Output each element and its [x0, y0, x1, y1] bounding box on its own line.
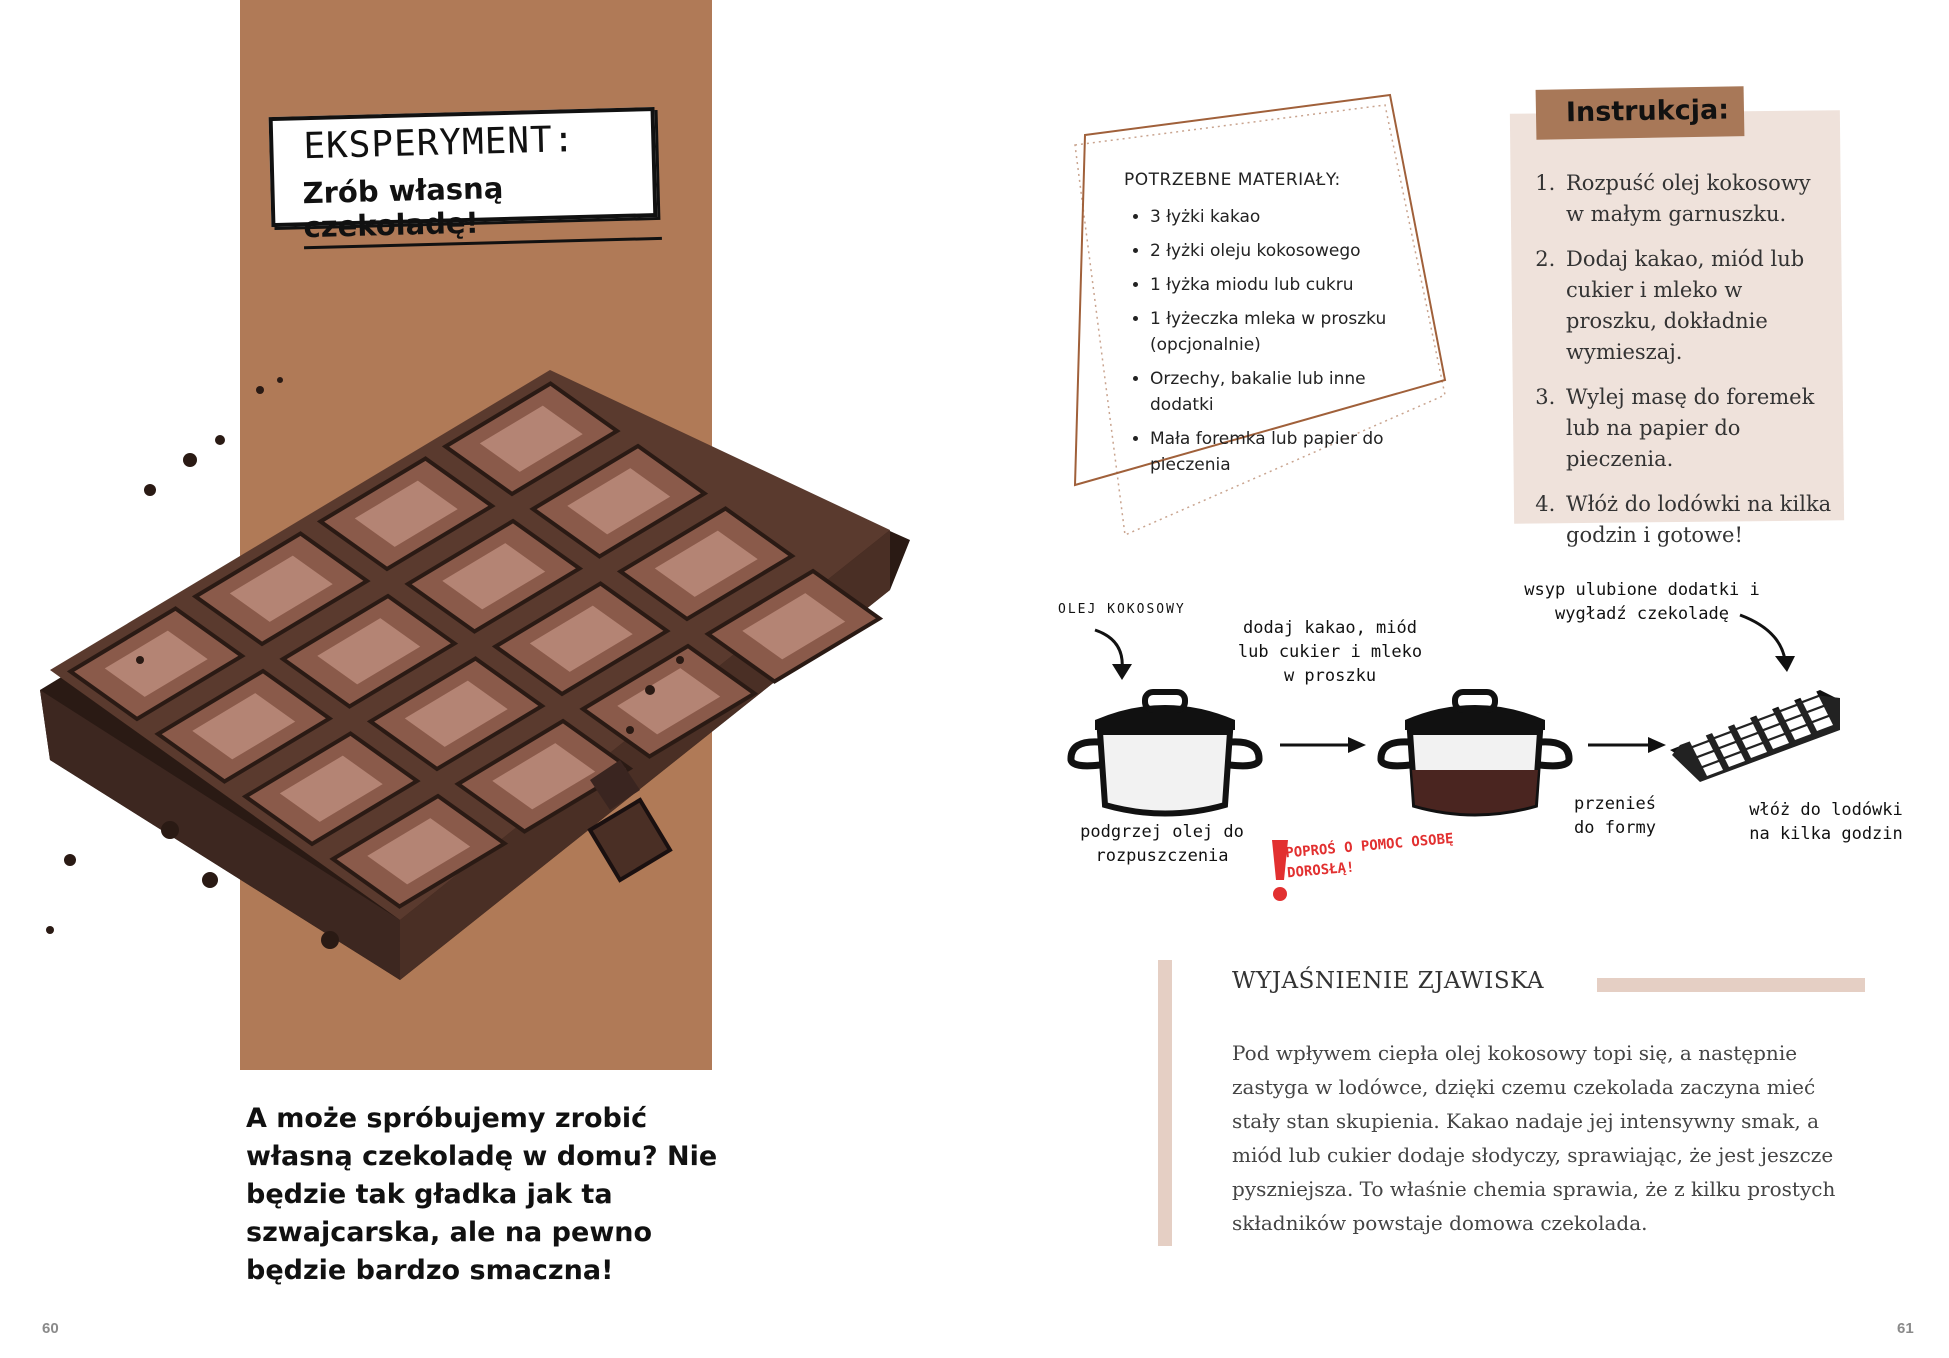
- pot-icon: [1377, 689, 1573, 817]
- instructions-tag: Instrukcja:: [1535, 86, 1745, 140]
- materials-item: 1 łyżeczka mleka w proszku (opcjonalnie): [1150, 306, 1414, 358]
- chocolate-square-highlight: [317, 618, 421, 685]
- instructions-list: Rozpuść olej kokosowy w małym garnuszku.…: [1536, 168, 1832, 551]
- mold-cell: [1747, 744, 1767, 758]
- mold-cell: [1688, 732, 1708, 746]
- chocolate-square-highlight: [192, 693, 296, 760]
- chocolate-mold-icon: [1670, 687, 1840, 782]
- chocolate-square-highlight: [567, 468, 671, 535]
- pot-icon: [1067, 689, 1263, 817]
- chocolate-square-highlight: [742, 593, 846, 660]
- mold-cell: [1732, 714, 1752, 728]
- page-number-right: 61: [1897, 1320, 1914, 1337]
- mold-cell: [1703, 762, 1723, 776]
- explanation-accent-line: [1597, 978, 1865, 992]
- exclamation-icon: [1272, 840, 1288, 901]
- mold-cell: [1725, 753, 1745, 767]
- explanation-accent-bar: [1158, 960, 1172, 1246]
- chocolate-square-highlight: [404, 680, 508, 747]
- arrow-icon: [1739, 613, 1787, 661]
- chocolate-square-highlight: [104, 630, 208, 697]
- experiment-title: Zrób własną czekoladę!: [302, 166, 662, 250]
- materials-heading: POTRZEBNE MATERIAŁY:: [1124, 170, 1341, 190]
- mold-cell: [1715, 733, 1735, 747]
- experiment-title-card: EKSPERYMENT: Zrób własną czekoladę!: [268, 107, 662, 250]
- mold-cell: [1798, 687, 1818, 701]
- instruction-step: Wylej masę do foremek lub na papier do p…: [1562, 382, 1832, 475]
- mold-cell: [1776, 696, 1796, 710]
- mold-cell: [1803, 697, 1823, 711]
- materials-item: 3 łyżki kakao: [1150, 204, 1414, 230]
- mold-cell: [1769, 735, 1789, 749]
- explanation-heading: WYJAŚNIENIE ZJAWISKA: [1232, 968, 1544, 994]
- mold-cell: [1720, 743, 1740, 757]
- materials-frame: [1073, 93, 1447, 537]
- chocolate-square-highlight: [354, 480, 458, 547]
- mold-cell: [1754, 705, 1774, 719]
- mold-cell: [1693, 742, 1713, 756]
- mold-cell: [1737, 724, 1757, 738]
- page-number-left: 60: [42, 1320, 59, 1337]
- chocolate-bar-illustration: [40, 370, 910, 980]
- chocolate-squares: [66, 381, 884, 909]
- mold-cell: [1742, 734, 1762, 748]
- mold-cell: [1808, 707, 1828, 721]
- materials-item: 1 łyżka miodu lub cukru: [1150, 272, 1414, 298]
- instruction-step: Rozpuść olej kokosowy w małym garnuszku.: [1562, 168, 1832, 230]
- chocolate-square-highlight: [654, 530, 758, 597]
- chocolate-square-highlight: [442, 543, 546, 610]
- materials-item: 2 łyżki oleju kokosowego: [1150, 238, 1414, 264]
- label-add: dodaj kakao, miód lub cukier i mleko w p…: [1237, 618, 1423, 686]
- mold-cell: [1710, 723, 1730, 737]
- materials-item: Orzechy, bakalie lub inne dodatki: [1150, 366, 1414, 418]
- instruction-step: Dodaj kakao, miód lub cukier i mleko w p…: [1562, 244, 1832, 368]
- label-transfer: przenieś do formy: [1574, 794, 1656, 838]
- intro-text: A może spróbujemy zrobić własną czekolad…: [246, 1103, 718, 1286]
- mold-cell: [1759, 715, 1779, 729]
- experiment-label: EKSPERYMENT:: [302, 119, 576, 168]
- instruction-step: Włóż do lodówki na kilka godzin i gotowe…: [1562, 489, 1832, 551]
- label-fridge: włóż do lodówki na kilka godzin: [1749, 800, 1903, 844]
- process-illustration: [1067, 613, 1840, 901]
- chocolate-square-highlight: [529, 605, 633, 672]
- chocolate-square-highlight: [229, 555, 333, 622]
- materials-list: 3 łyżki kakao 2 łyżki oleju kokosowego 1…: [1124, 204, 1414, 478]
- instructions-block: Rozpuść olej kokosowy w małym garnuszku.…: [1536, 168, 1832, 565]
- label-sprinkle: wsyp ulubione dodatki i wygładź czekolad…: [1524, 580, 1760, 624]
- mold-cell: [1791, 726, 1811, 740]
- explanation-body: Pod wpływem ciepła olej kokosowy topi si…: [1232, 1041, 1836, 1235]
- mold-cell: [1764, 725, 1784, 739]
- mold-cell: [1698, 752, 1718, 766]
- mold-cell: [1813, 717, 1833, 731]
- chocolate-square-highlight: [367, 818, 471, 885]
- chocolate-square-highlight: [492, 743, 596, 810]
- label-oil: OLEJ KOKOSOWY: [1058, 602, 1186, 617]
- chocolate-square-highlight: [479, 405, 583, 472]
- instructions-heading: Instrukcja:: [1565, 94, 1730, 129]
- mold-cell: [1786, 716, 1806, 730]
- materials-item: Mała foremka lub papier do pieczenia: [1150, 426, 1414, 478]
- label-heat: podgrzej olej do rozpuszczenia: [1080, 822, 1244, 866]
- chocolate-square-highlight: [617, 668, 721, 735]
- materials-block: POTRZEBNE MATERIAŁY: 3 łyżki kakao 2 łyż…: [1124, 170, 1414, 486]
- mold-cell: [1781, 706, 1801, 720]
- chocolate-square-highlight: [279, 755, 383, 822]
